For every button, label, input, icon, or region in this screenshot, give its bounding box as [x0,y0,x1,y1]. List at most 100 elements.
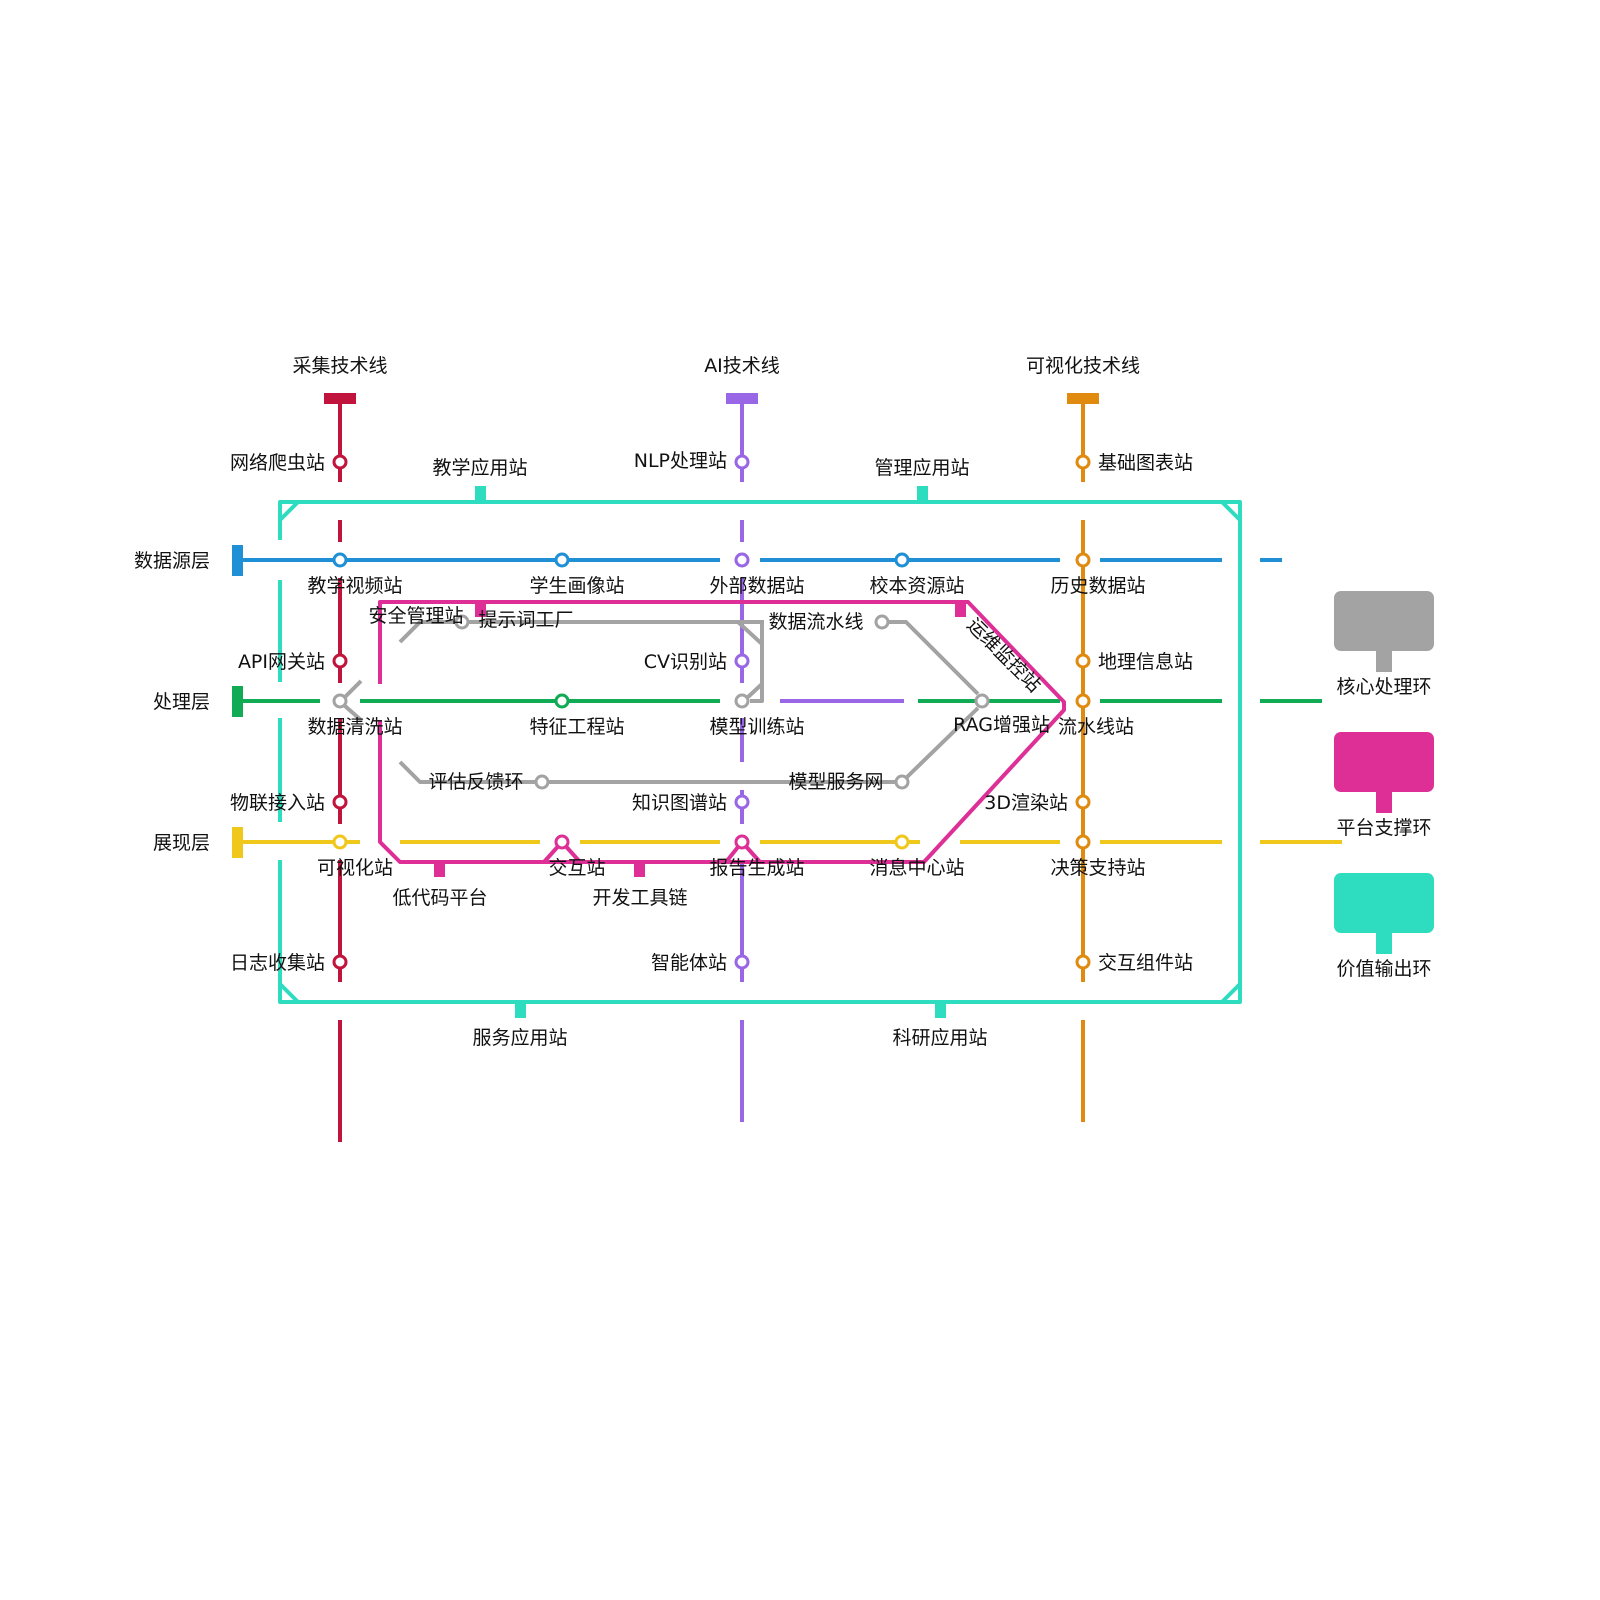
label-teaching-video: 教学视频站 [307,575,402,597]
legend-core: 核心处理环 [1334,591,1434,698]
station-decision[interactable] [1075,834,1091,850]
label-pipeline-station: 流水线站 [1058,716,1134,738]
value-tick-research [935,1002,946,1018]
station-crawler[interactable] [332,454,348,470]
platform-tick-prompt [475,602,486,617]
station-eval-loop[interactable] [534,774,550,790]
datasource-layer-line [232,545,1282,576]
legend-platform: 平台支撑环 [1334,732,1434,839]
legend-core-label: 核心处理环 [1336,676,1431,698]
label-iot: 物联接入站 [230,792,325,814]
label-report: 报告生成站 [709,857,804,879]
label-low-code: 低代码平台 [392,887,487,909]
label-history-data: 历史数据站 [1050,575,1145,597]
station-data-pipeline[interactable] [874,614,890,630]
vis-line-title: 可视化技术线 [1026,355,1140,377]
display-layer-line [232,827,1342,858]
station-rag[interactable] [974,693,990,709]
frame-gaps [274,540,286,860]
label-visualization: 可视化站 [317,857,393,879]
label-prompt-factory: 提示词工厂 [478,609,573,631]
legend-core-swatch [1334,591,1434,651]
label-api-gateway: API网关站 [238,651,325,673]
label-management-app: 管理应用站 [874,457,969,479]
station-basic-chart[interactable] [1075,454,1091,470]
labels: 采集技术线 AI技术线 可视化技术线 数据源层 处理层 展现层 网络爬虫站 AP… [134,355,1193,1049]
label-message-center: 消息中心站 [869,857,964,879]
station-teaching-video[interactable] [332,552,348,568]
legend-platform-swatch [1334,732,1434,792]
label-research-app: 科研应用站 [892,1027,987,1049]
station-iot[interactable] [332,794,348,810]
platform-tick-ops [955,602,966,617]
station-feature-eng[interactable] [554,693,570,709]
collect-line-title: 采集技术线 [292,355,387,377]
datasource-layer-title: 数据源层 [134,550,210,572]
label-school-resource: 校本资源站 [869,575,964,597]
label-data-pipeline: 数据流水线 [768,611,863,633]
label-basic-chart: 基础图表站 [1098,452,1193,474]
station-geo[interactable] [1075,653,1091,669]
label-service-app: 服务应用站 [472,1027,567,1049]
value-tick-management [917,486,928,502]
label-security: 安全管理站 [368,605,463,627]
label-knowledge-graph: 知识图谱站 [632,792,727,814]
processing-layer-line [232,686,1322,717]
stations [332,454,1091,970]
label-cv: CV识别站 [644,651,727,673]
label-nlp: NLP处理站 [634,450,727,472]
display-layer-title: 展现层 [153,832,210,854]
label-log: 日志收集站 [230,952,325,974]
station-prompt-factory-node[interactable] [454,614,470,630]
label-dev-tools: 开发工具链 [592,887,687,909]
collect-tech-line [324,393,356,1142]
processing-layer-title: 处理层 [153,691,210,713]
core-processing-ring [343,620,980,784]
legend-platform-label: 平台支撑环 [1336,817,1431,839]
station-log[interactable] [332,954,348,970]
label-interaction: 交互站 [548,857,605,879]
station-history-data[interactable] [1075,552,1091,568]
legend-value-swatch [1334,873,1434,933]
station-student-profile[interactable] [554,552,570,568]
station-report[interactable] [734,834,750,850]
station-interaction[interactable] [554,834,570,850]
station-visualization[interactable] [332,834,348,850]
station-nlp[interactable] [734,454,750,470]
station-school-resource[interactable] [894,552,910,568]
station-api-gateway[interactable] [332,653,348,669]
label-student-profile: 学生画像站 [529,575,624,597]
label-crawler: 网络爬虫站 [230,452,325,474]
station-data-cleaning[interactable] [332,693,348,709]
label-agent: 智能体站 [651,952,727,974]
station-render3d[interactable] [1075,794,1091,810]
station-agent[interactable] [734,954,750,970]
label-data-cleaning: 数据清洗站 [307,716,402,738]
legend-value-label: 价值输出环 [1336,958,1431,980]
station-external-data[interactable] [734,552,750,568]
value-tick-service [515,1002,526,1018]
platform-tick-lowcode [434,862,445,877]
station-widget[interactable] [1075,954,1091,970]
station-model-training[interactable] [734,693,750,709]
station-message-center[interactable] [894,834,910,850]
label-decision: 决策支持站 [1050,857,1145,879]
platform-support-ring [378,600,1066,877]
station-pipeline[interactable] [1075,693,1091,709]
label-feature-eng: 特征工程站 [529,716,624,738]
label-eval-loop: 评估反馈环 [428,771,523,793]
label-model-serving: 模型服务网 [788,771,883,793]
station-cv[interactable] [734,653,750,669]
label-rag: RAG增强站 [953,714,1050,736]
ai-line-title: AI技术线 [704,355,780,377]
label-ops-monitor: 运维监控站 [962,614,1045,697]
label-render3d: 3D渲染站 [984,792,1068,814]
platform-tick-devtools [634,862,645,877]
label-model-training: 模型训练站 [709,716,804,738]
station-knowledge-graph[interactable] [734,794,750,810]
label-geo: 地理信息站 [1098,651,1193,673]
station-model-serving[interactable] [894,774,910,790]
legend: 核心处理环 平台支撑环 价值输出环 [1334,591,1434,980]
value-tick-teaching [475,486,486,502]
